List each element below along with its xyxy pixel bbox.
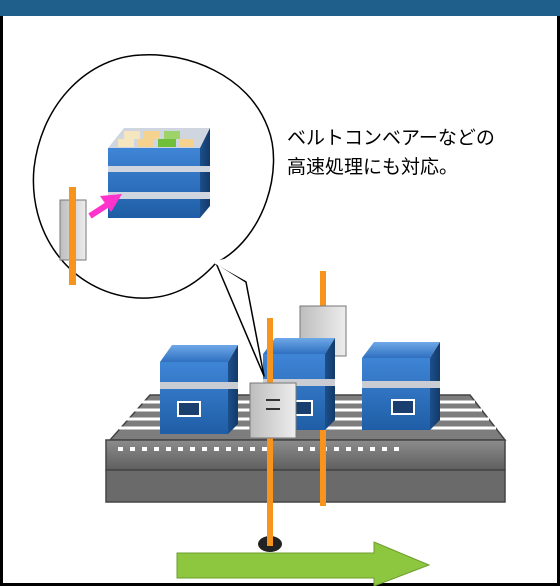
caption-line-2: 高速処理にも対応。	[287, 156, 459, 178]
caption-text: ベルトコンベアーなどの 高速処理にも対応。	[287, 124, 495, 182]
zoom-box-icon	[108, 128, 210, 218]
caption-line-1: ベルトコンベアーなどの	[287, 127, 495, 149]
pink-pointer-arrow-icon	[88, 194, 122, 219]
zoom-sensor-icon	[59, 187, 87, 285]
right-arrow-icon	[176, 541, 431, 586]
box-left	[160, 345, 238, 434]
sensor-front	[249, 318, 297, 552]
header-bar	[0, 0, 560, 16]
box-right	[362, 342, 440, 430]
